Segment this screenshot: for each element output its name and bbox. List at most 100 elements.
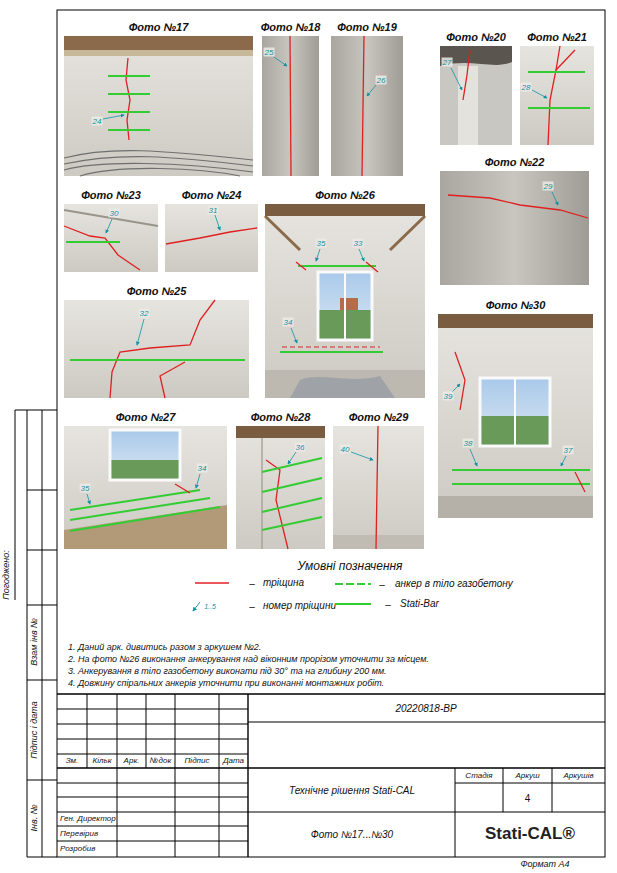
photo-frame: Фото №2532 <box>64 284 249 398</box>
callout-number: 35 <box>80 484 91 493</box>
drawing-polyline <box>548 46 560 145</box>
sheet-frame <box>15 10 605 857</box>
callout-number: 30 <box>109 209 120 218</box>
photo-caption: Фото №21 <box>527 30 587 44</box>
drawing-polyline <box>110 300 215 398</box>
drawing-line <box>262 498 322 512</box>
sheet-label: Аркуш <box>515 771 539 780</box>
drawing-line <box>261 438 263 549</box>
drawing-rect <box>333 426 424 549</box>
drawing-line <box>359 249 364 261</box>
sheet-label: Підпис і дата <box>30 701 40 758</box>
photo-caption: Фото №27 <box>116 410 176 424</box>
drawing-polyline <box>448 195 588 218</box>
sheet-label: Ген. Директор <box>60 815 116 824</box>
drawing-line <box>288 452 296 464</box>
drawing-line <box>452 469 590 471</box>
photo-19 <box>331 36 403 176</box>
drawing-line <box>316 249 320 261</box>
sheet-label: Підпис <box>185 757 210 766</box>
drawing-line <box>362 36 364 176</box>
drawing-line <box>367 85 376 96</box>
drawing-g <box>64 151 253 176</box>
sheet-label: Аркушів <box>563 771 593 780</box>
drawing-line <box>27 410 28 857</box>
drawing-line <box>455 768 456 857</box>
sheet-label: Погоджено: <box>2 550 12 600</box>
drawing-line <box>344 272 346 340</box>
drawing-path <box>80 168 240 176</box>
drawing-rect <box>438 314 593 328</box>
callout-number: 34 <box>197 464 208 473</box>
drawing-line <box>42 410 43 857</box>
drawing-rect <box>64 36 253 50</box>
drawing-polyline <box>455 352 465 410</box>
drawing-rect <box>265 370 425 398</box>
photo-frame: Фото №2128 <box>520 30 594 145</box>
drawing-line <box>27 605 57 606</box>
drawing-polyline <box>575 472 585 492</box>
legend-entry: анкер в тіло газобетону <box>335 576 555 592</box>
photo-frame: Фото №30393837 <box>438 298 593 518</box>
sheet-label: Стадія <box>465 771 492 780</box>
sheet-label: – <box>249 601 255 612</box>
drawing-rect <box>440 46 512 145</box>
drawing-line <box>280 351 383 353</box>
drawing-line <box>66 241 120 243</box>
drawing-line <box>291 328 297 343</box>
drawing-rect <box>440 171 589 285</box>
drawing-line <box>376 426 378 549</box>
drawing-polyline <box>64 226 140 270</box>
drawing-line <box>298 265 376 267</box>
drawing-line <box>282 346 380 347</box>
drawing-line <box>265 216 300 250</box>
drawing-line <box>70 490 200 510</box>
photo-25 <box>64 300 249 398</box>
drawing-line <box>27 780 57 781</box>
photo-17 <box>64 36 253 176</box>
legend-entry: Stati-Bar <box>335 596 560 612</box>
drawing-line <box>274 57 287 66</box>
sheet-label: Інв. № <box>30 805 40 832</box>
photo-frame: Фото №26353334 <box>265 188 425 398</box>
drawing-g <box>262 458 322 530</box>
sheet-label: 1. Даний арк. дивитись разом з аркушем №… <box>68 643 261 653</box>
callout-number: 35 <box>316 239 327 248</box>
drawing-line <box>15 410 16 600</box>
drawing-line <box>528 107 590 109</box>
legend-sample <box>335 596 371 612</box>
photo-caption: Фото №17 <box>129 20 189 34</box>
drawing-line <box>196 474 200 488</box>
drawing-line <box>87 494 90 504</box>
drawing-line <box>137 319 144 345</box>
drawing-line <box>175 694 176 857</box>
callout-number: 36 <box>295 443 306 452</box>
photo-frame: Фото №2836 <box>236 410 325 549</box>
callout-number: 39 <box>443 392 454 401</box>
photo-frame: Фото №27 35 34 <box>64 410 227 549</box>
drawing-line <box>455 783 605 784</box>
drawing-line <box>108 111 150 113</box>
drawing-line <box>262 458 322 472</box>
drawing-path <box>64 151 253 160</box>
legend-sample-line <box>195 582 229 583</box>
photo-caption: Фото №25 <box>127 284 187 298</box>
legend-sample-line <box>335 583 371 585</box>
callout-number: 29 <box>543 182 554 191</box>
drawing-line <box>106 219 112 233</box>
legend-text: анкер в тіло газобетону <box>395 578 513 590</box>
legend-sample-line <box>193 602 200 611</box>
drawing-rect <box>438 314 593 518</box>
drawing-line <box>561 456 566 466</box>
photo-21 <box>520 46 594 145</box>
sheet-label: 3. Анкерування в тіло газобетону виконат… <box>68 667 387 677</box>
drawing-line <box>452 483 590 485</box>
sheet-label: Взам інв № <box>30 618 40 666</box>
drawing-line <box>262 478 322 492</box>
sheet-label: Арк. <box>124 757 140 766</box>
photo-28 <box>236 426 325 549</box>
drawing-polyline <box>296 262 306 270</box>
photo-caption: Фото №26 <box>315 188 375 202</box>
callout-number: 25 <box>264 48 275 57</box>
photo-frame: Фото №1926 <box>331 20 403 176</box>
